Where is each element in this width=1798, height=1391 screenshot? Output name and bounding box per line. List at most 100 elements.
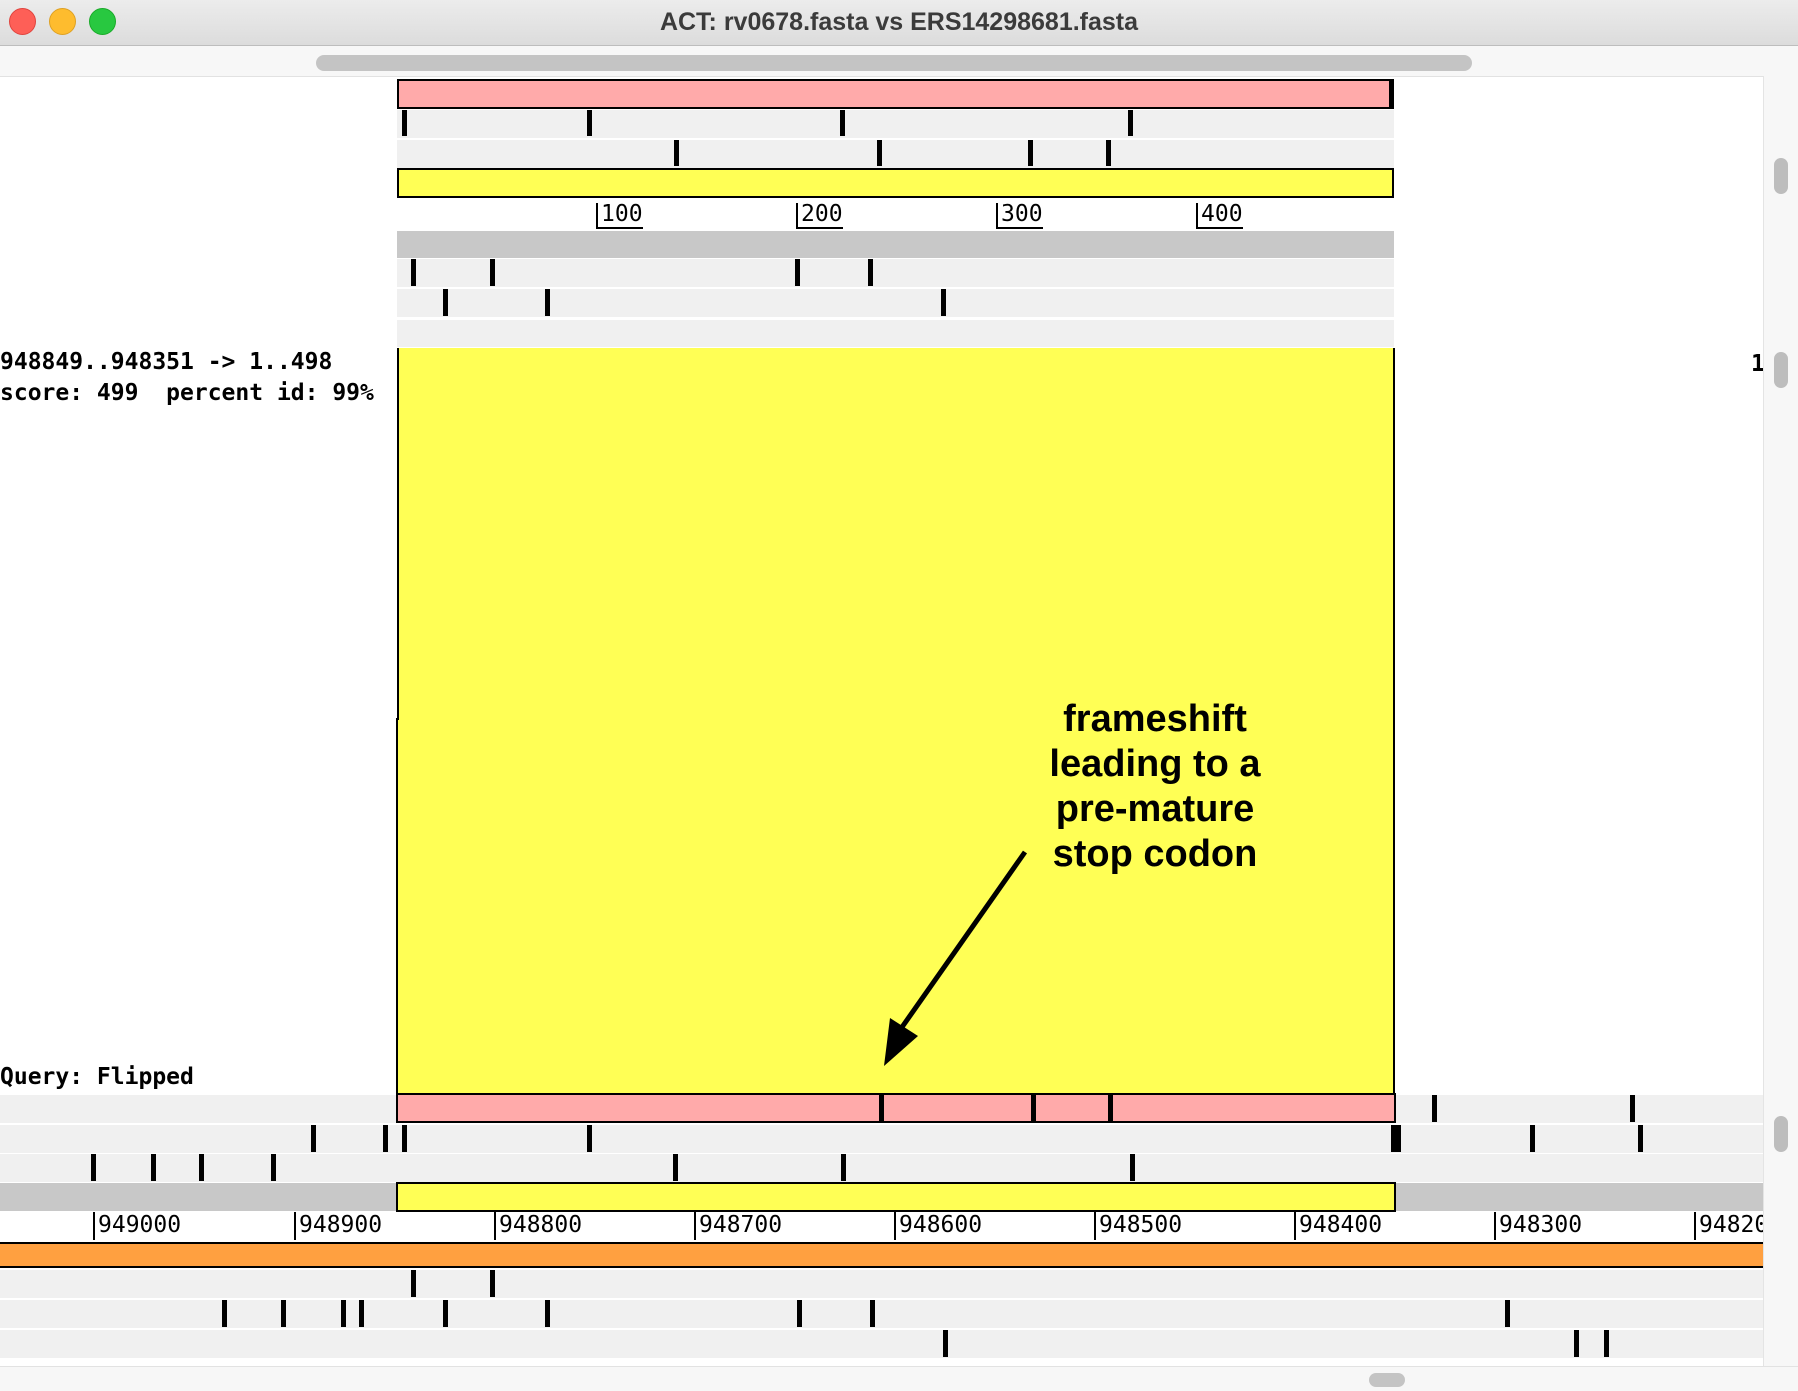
scrollbar-thumb[interactable]: [1774, 158, 1788, 194]
minimize-button[interactable]: [49, 8, 76, 35]
frame-track-1[interactable]: [397, 110, 1394, 138]
cds-feature-top[interactable]: [397, 168, 1394, 198]
ruler-label: 100: [596, 203, 643, 229]
query-frame-track-3[interactable]: [0, 1154, 1763, 1182]
frameshift-annotation: frameshift leading to a pre-mature stop …: [1020, 697, 1290, 877]
stop-codon-mark: [402, 1125, 407, 1152]
ruler-label: 948300: [1494, 1212, 1582, 1240]
stop-codon-mark: [797, 1300, 802, 1327]
stop-codon-mark: [673, 1154, 678, 1181]
stop-codon-mark: [841, 1154, 846, 1181]
match-region[interactable]: [397, 348, 1395, 1093]
stop-codon-mark: [490, 1270, 495, 1297]
stop-codon-mark: [545, 1300, 550, 1327]
stop-codon-mark: [1630, 1095, 1635, 1122]
ruler-label: 948600: [894, 1212, 982, 1240]
annotation-line: leading to a: [1049, 743, 1261, 785]
stop-codon-mark: [383, 1125, 388, 1152]
top-horizontal-scrollbar[interactable]: [0, 46, 1798, 77]
stop-codon-mark: [341, 1300, 346, 1327]
scrollbar-thumb[interactable]: [1369, 1373, 1405, 1387]
stop-codon-mark: [674, 140, 679, 166]
match-left-edge-upper: [397, 348, 399, 720]
stop-codon-mark: [1638, 1125, 1643, 1152]
stop-codon-mark: [1130, 1154, 1135, 1181]
match-range-label: 948849..948351 -> 1..498: [0, 349, 333, 375]
ruler-label: 200: [796, 203, 843, 229]
query-flipped-label: Query: Flipped: [0, 1064, 194, 1090]
stop-codon-mark: [151, 1154, 156, 1181]
ruler-label: 94820: [1694, 1212, 1768, 1240]
stop-codon-mark: [311, 1125, 316, 1152]
orange-feature-track[interactable]: [0, 1242, 1763, 1268]
stop-codon-mark: [1106, 140, 1111, 166]
stop-codon-mark: [222, 1300, 227, 1327]
title-bar: ACT: rv0678.fasta vs ERS14298681.fasta: [0, 0, 1798, 46]
query-frame-track-2[interactable]: [0, 1125, 1763, 1153]
stop-codon-mark: [1604, 1330, 1609, 1357]
stop-codon-mark: [443, 1300, 448, 1327]
ruler-label: 948700: [694, 1212, 782, 1240]
stop-codon-mark: [1432, 1095, 1437, 1122]
frame-track-6[interactable]: [397, 320, 1394, 347]
stop-codon-mark: [1028, 140, 1033, 166]
match-left-edge-lower: [396, 718, 398, 1093]
annotation-line: frameshift: [1063, 698, 1247, 740]
frame-track-2[interactable]: [397, 140, 1394, 168]
stop-codon-mark: [281, 1300, 286, 1327]
stop-codon-mark: [1505, 1300, 1510, 1327]
ruler-label: 948500: [1094, 1212, 1182, 1240]
match-score-label: score: 499 percent id: 99%: [0, 380, 374, 406]
stop-codon-mark: [587, 110, 592, 136]
stop-codon-mark: [443, 289, 448, 316]
stop-codon-mark: [271, 1154, 276, 1181]
bottom-horizontal-scrollbar[interactable]: [0, 1366, 1798, 1391]
frame-track-5[interactable]: [397, 289, 1394, 317]
cds-feature-bottom[interactable]: [396, 1182, 1396, 1212]
lower-frame-track-2[interactable]: [0, 1300, 1763, 1328]
stop-codon-mark: [870, 1300, 875, 1327]
stop-codon-feature-bottom[interactable]: [396, 1093, 1396, 1123]
close-button[interactable]: [9, 8, 36, 35]
zoom-button[interactable]: [89, 8, 116, 35]
right-position-label: 1: [1751, 351, 1765, 377]
lower-frame-track-3[interactable]: [0, 1330, 1763, 1358]
stop-codon-mark: [411, 259, 416, 286]
scrollbar-thumb[interactable]: [1774, 352, 1788, 388]
annotation-line: pre-mature: [1055, 788, 1255, 830]
lower-frame-track-1[interactable]: [0, 1270, 1763, 1298]
stop-codon-mark: [877, 140, 882, 166]
scrollbar-thumb[interactable]: [1774, 1116, 1788, 1152]
stop-codon-mark: [199, 1154, 204, 1181]
stop-codon-mark: [943, 1330, 948, 1357]
annotation-arrow-icon: [884, 850, 1028, 1066]
window-title: ACT: rv0678.fasta vs ERS14298681.fasta: [659, 8, 1139, 36]
stop-codon-mark: [587, 1125, 592, 1152]
vertical-scrollbar[interactable]: [1763, 76, 1798, 1366]
stop-codon-mark: [359, 1300, 364, 1327]
stop-codon-mark: [1530, 1125, 1535, 1152]
ruler-label: 948400: [1294, 1212, 1382, 1240]
stop-codon-mark: [1031, 1093, 1036, 1123]
frameshift-stop-mark: [879, 1093, 884, 1123]
stop-codon-feature-top[interactable]: [397, 79, 1394, 109]
annotation-line: stop codon: [1052, 833, 1258, 875]
stop-codon-mark: [1574, 1330, 1579, 1357]
reverse-strand-band[interactable]: [397, 231, 1394, 258]
stop-codon-mark: [868, 259, 873, 286]
stop-codon-mark: [402, 110, 407, 136]
stop-codon-mark: [545, 289, 550, 316]
stop-codon-mark: [411, 1270, 416, 1297]
stop-codon-mark: [1128, 110, 1133, 136]
scrollbar-thumb[interactable]: [316, 55, 1472, 71]
stop-codon-mark: [840, 110, 845, 136]
stop-codon-mark: [91, 1154, 96, 1181]
stop-codon-mark: [490, 259, 495, 286]
ruler-label: 400: [1196, 203, 1243, 229]
ruler-label: 300: [996, 203, 1043, 229]
stop-codon-mark: [795, 259, 800, 286]
ruler-label: 949000: [93, 1212, 181, 1240]
stop-codon-mark: [1391, 1125, 1401, 1152]
feature-end-marker: [1389, 79, 1394, 109]
frame-track-4[interactable]: [397, 259, 1394, 287]
